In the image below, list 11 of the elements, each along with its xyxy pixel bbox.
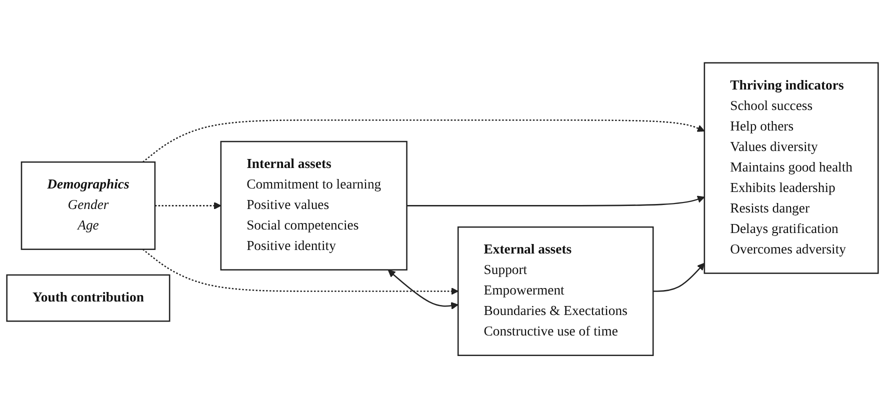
arrow — [388, 270, 458, 310]
node-box: Youth contribution — [6, 274, 170, 322]
arrow — [154, 202, 222, 210]
node-box: Internal assets Commitment to learning Positive values Social competencies Positive identity — [220, 141, 408, 271]
node-box: Thriving indicators School success Help others Values diversity Maintains good health Exhibits leadership Resists danger Delays gratification Overcomes adversity — [704, 62, 879, 274]
node-box: External assets Support Empowerment Boundaries & Exectations Constructive use of time — [457, 226, 654, 356]
arrow — [653, 263, 705, 292]
arrow — [406, 196, 705, 207]
arrow — [142, 120, 705, 163]
node-box: Demographics Gender Age — [20, 162, 156, 250]
arrow — [142, 249, 458, 296]
